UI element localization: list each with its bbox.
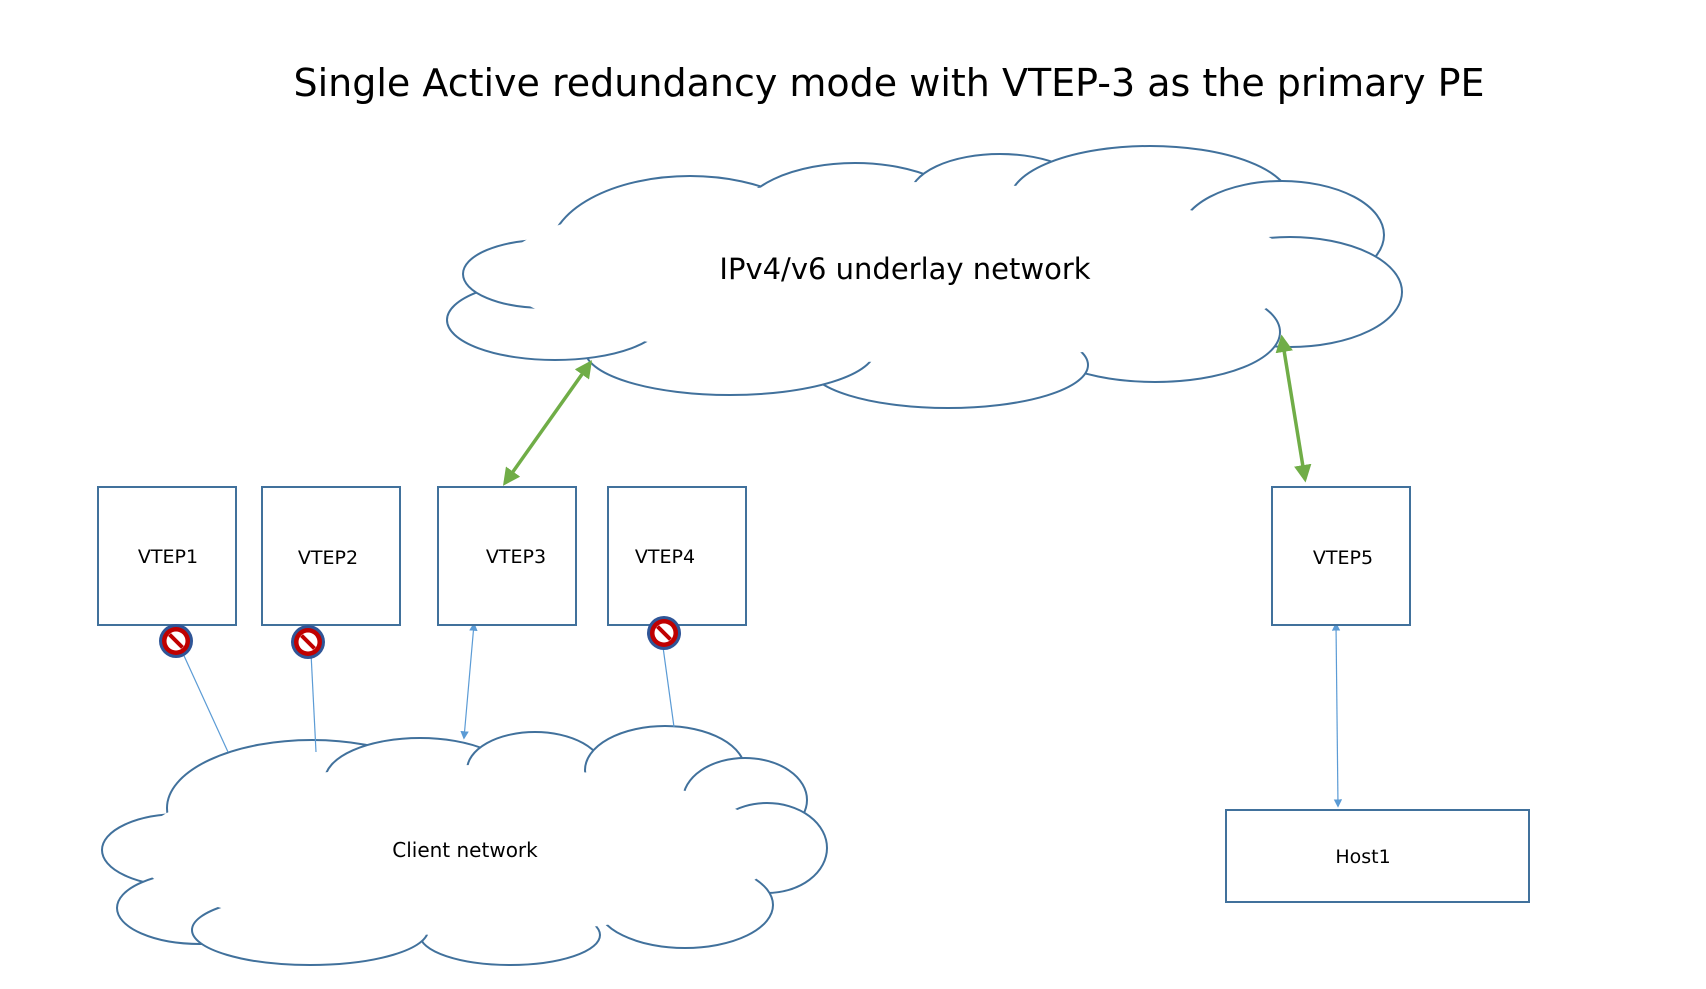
vtep3-label: VTEP3 xyxy=(486,546,546,568)
vtep2-node[interactable]: VTEP2 xyxy=(261,486,401,626)
blocked-icon xyxy=(291,625,325,659)
blocked-icon xyxy=(159,624,193,658)
host1-node[interactable]: Host1 xyxy=(1225,809,1530,903)
link-vtep2-client xyxy=(310,652,317,753)
vtep1-node[interactable]: VTEP1 xyxy=(97,486,237,626)
link-vtep5-host1[interactable] xyxy=(1331,622,1343,808)
vtep4-node[interactable]: VTEP4 xyxy=(607,486,747,626)
vtep2-label: VTEP2 xyxy=(298,547,358,569)
client-label: Client network xyxy=(392,838,538,862)
vtep5-label: VTEP5 xyxy=(1313,547,1373,569)
underlay-cloud xyxy=(446,145,1403,409)
vtep3-node[interactable]: VTEP3 xyxy=(437,486,577,626)
vtep5-node[interactable]: VTEP5 xyxy=(1271,486,1411,626)
link-vtep1-client xyxy=(179,646,229,753)
diagram-title: Single Active redundancy mode with VTEP-… xyxy=(293,61,1484,105)
vtep1-label: VTEP1 xyxy=(138,546,198,568)
client-cloud xyxy=(101,725,828,966)
vtep4-label: VTEP4 xyxy=(635,546,695,568)
link-vtep4-client xyxy=(662,646,675,728)
host1-label: Host1 xyxy=(1335,846,1390,868)
blocked-icon xyxy=(647,616,681,650)
link-vtep3-underlay[interactable] xyxy=(502,360,593,486)
link-vtep3-client[interactable] xyxy=(460,622,478,740)
underlay-label: IPv4/v6 underlay network xyxy=(719,252,1090,286)
link-vtep5-underlay[interactable] xyxy=(1275,334,1312,483)
